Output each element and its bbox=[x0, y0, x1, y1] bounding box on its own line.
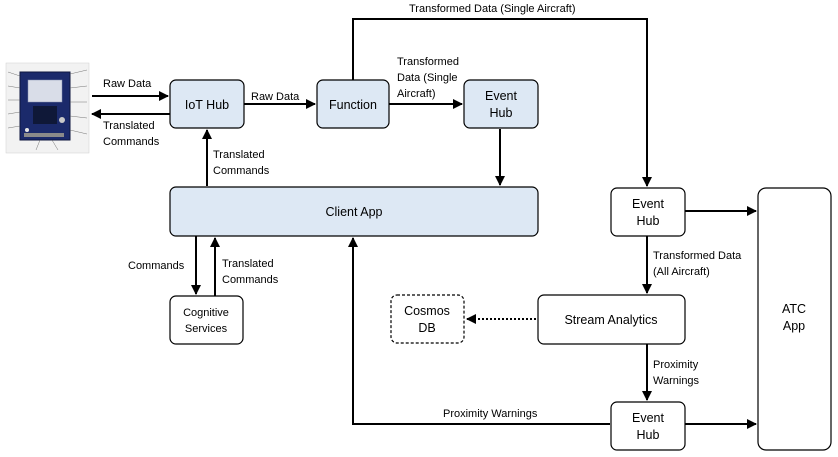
raw-data-label: Raw Data bbox=[103, 78, 152, 90]
transformed-all-label-2: (All Aircraft) bbox=[653, 266, 710, 278]
atc-app-node[interactable]: ATC App bbox=[757, 187, 832, 451]
proximity-warnings-horizontal-label: Proximity Warnings bbox=[443, 408, 538, 420]
transformed-single-label-2: Data (Single bbox=[397, 72, 458, 84]
event-hub-right-label-1: Event bbox=[632, 197, 664, 211]
event-hub-bottom-node[interactable]: Event Hub bbox=[610, 401, 686, 451]
cognitive-services-label-1: Cognitive bbox=[183, 307, 229, 319]
transformed-single-top-label: Transformed Data (Single Aircraft) bbox=[409, 3, 575, 15]
event-hub-right-label-2: Hub bbox=[637, 214, 660, 228]
event-hub-top-label-2: Hub bbox=[490, 106, 513, 120]
translated-commands-label-2: Commands bbox=[103, 136, 160, 148]
cosmos-db-label-2: DB bbox=[418, 321, 435, 335]
cosmos-db-node[interactable]: Cosmos DB bbox=[390, 294, 465, 344]
transformed-all-label-1: Transformed Data bbox=[653, 250, 742, 262]
transformed-single-label-3: Aircraft) bbox=[397, 88, 436, 100]
proximity-warnings-route bbox=[348, 237, 610, 425]
iot-hub-label: IoT Hub bbox=[185, 98, 229, 112]
event-hub-top-node[interactable]: Event Hub bbox=[463, 79, 539, 129]
client-app-node[interactable]: Client App bbox=[169, 186, 539, 237]
connectors bbox=[91, 18, 757, 429]
event-hub-top-label-1: Event bbox=[485, 89, 517, 103]
atc-app-label-2: App bbox=[783, 319, 805, 333]
proximity-warnings-label-2: Warnings bbox=[653, 375, 700, 387]
translated-commands-cognitive-label-2: Commands bbox=[222, 274, 279, 286]
translated-commands-client-label-2: Commands bbox=[213, 165, 270, 177]
cognitive-services-label-2: Services bbox=[185, 323, 228, 335]
iot-hub-node[interactable]: IoT Hub bbox=[169, 79, 245, 129]
edge-labels: Raw Data Translated Commands Raw Data Tr… bbox=[103, 3, 742, 420]
event-hub-bottom-label-2: Hub bbox=[637, 428, 660, 442]
transformed-single-label-1: Transformed bbox=[397, 56, 459, 68]
atc-app-label-1: ATC bbox=[782, 302, 806, 316]
function-label: Function bbox=[329, 98, 377, 112]
proximity-warnings-label-1: Proximity bbox=[653, 359, 699, 371]
cognitive-services-node[interactable]: Cognitive Services bbox=[169, 295, 244, 345]
cosmos-db-label-1: Cosmos bbox=[404, 304, 450, 318]
translated-commands-label-1: Translated bbox=[103, 120, 155, 132]
translated-commands-cognitive-label-1: Translated bbox=[222, 258, 274, 270]
raw-data-iot-function-label: Raw Data bbox=[251, 91, 300, 103]
client-app-label: Client App bbox=[326, 205, 383, 219]
event-hub-right-node[interactable]: Event Hub bbox=[610, 187, 686, 237]
stream-analytics-label: Stream Analytics bbox=[564, 313, 657, 327]
commands-label: Commands bbox=[128, 260, 185, 272]
iot-device-board-icon bbox=[5, 62, 90, 154]
single-aircraft-route bbox=[352, 18, 652, 187]
function-node[interactable]: Function bbox=[316, 79, 390, 129]
stream-analytics-node[interactable]: Stream Analytics bbox=[537, 294, 686, 345]
translated-commands-client-label-1: Translated bbox=[213, 149, 265, 161]
event-hub-bottom-label-1: Event bbox=[632, 411, 664, 425]
